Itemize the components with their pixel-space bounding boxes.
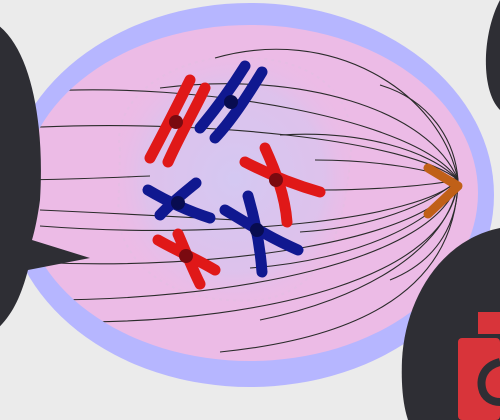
callout-panel-top-right	[486, 0, 500, 110]
nuclear-region	[118, 57, 352, 301]
